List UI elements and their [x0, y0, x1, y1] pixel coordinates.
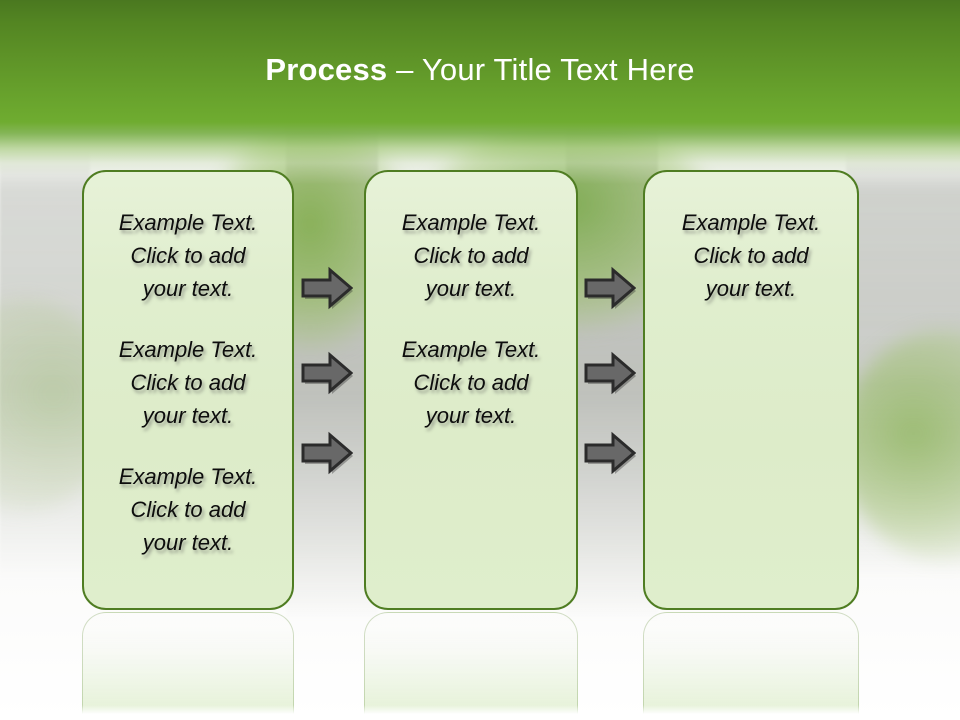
- process-box-2-blocks: Example Text. Click to add your text. Ex…: [366, 206, 576, 432]
- process-box-3[interactable]: Example Text. Click to add your text.: [643, 170, 859, 610]
- process-box-1-reflection: [82, 612, 294, 720]
- process-box-2[interactable]: Example Text. Click to add your text. Ex…: [364, 170, 578, 610]
- text-placeholder[interactable]: Example Text. Click to add your text.: [401, 337, 541, 428]
- page-title: Process – Your Title Text Here: [0, 50, 960, 90]
- arrow-right-icon[interactable]: [301, 351, 353, 395]
- process-box-1-blocks: Example Text. Click to add your text. Ex…: [84, 206, 292, 559]
- page-title-strong: Process: [265, 52, 388, 87]
- text-placeholder[interactable]: Example Text. Click to add your text.: [118, 337, 258, 428]
- bottom-fade: [0, 705, 960, 720]
- text-placeholder[interactable]: Example Text. Click to add your text.: [118, 210, 258, 301]
- title-banner: Process – Your Title Text Here: [0, 0, 960, 122]
- process-box-2-reflection: [364, 612, 578, 720]
- text-placeholder[interactable]: Example Text. Click to add your text.: [118, 464, 258, 555]
- arrow-right-icon[interactable]: [584, 266, 636, 310]
- text-placeholder[interactable]: Example Text. Click to add your text.: [681, 210, 821, 301]
- background-stem-left: [0, 150, 90, 580]
- arrow-right-icon[interactable]: [584, 351, 636, 395]
- process-box-3-blocks: Example Text. Click to add your text.: [645, 206, 857, 305]
- process-box-1[interactable]: Example Text. Click to add your text. Ex…: [82, 170, 294, 610]
- arrow-right-icon[interactable]: [301, 431, 353, 475]
- arrow-right-icon[interactable]: [301, 266, 353, 310]
- page-title-normal: – Your Title Text Here: [387, 52, 695, 87]
- process-box-3-reflection: [643, 612, 859, 720]
- text-placeholder[interactable]: Example Text. Click to add your text.: [401, 210, 541, 301]
- arrow-right-icon[interactable]: [584, 431, 636, 475]
